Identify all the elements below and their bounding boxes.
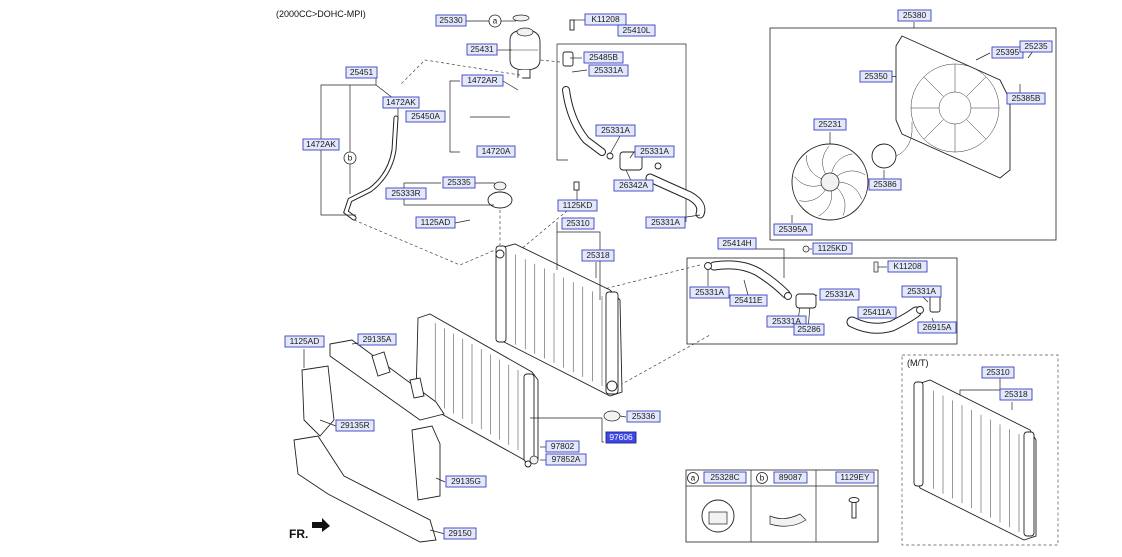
part-label-25451[interactable]: 25451 [345, 66, 378, 79]
fr-arrow [312, 518, 330, 532]
legend-code-3[interactable]: 1129EY [835, 471, 875, 484]
part-label-97606[interactable]: 97606 [605, 431, 637, 444]
part-label-25450a[interactable]: 25450A [405, 110, 446, 123]
part-label-25411e[interactable]: 25411E [729, 294, 768, 307]
clip-k11208 [873, 261, 879, 273]
engine-note: (2000CC>DOHC-MPI) [276, 9, 366, 19]
bolt-1125KD [802, 245, 810, 253]
air-guard-left [301, 365, 335, 437]
reservoir-cap [512, 14, 530, 22]
fan-assembly-box [769, 27, 1057, 241]
lower-hose-box [686, 257, 958, 345]
front-direction-label: FR. [289, 527, 308, 541]
circle-marker-a: a [488, 14, 502, 28]
part-label-25331a-g[interactable]: 25331A [901, 285, 942, 298]
mt-variant-title: (M/T) [907, 358, 929, 368]
part-label-26342a[interactable]: 26342A [613, 179, 654, 192]
part-label-25310-b[interactable]: 25310 [981, 366, 1015, 379]
radiator-cap [487, 181, 513, 209]
part-label-25331a-d[interactable]: 25331A [645, 216, 686, 229]
part-label-25318-a[interactable]: 25318 [581, 249, 615, 262]
part-label-25395a[interactable]: 25395A [773, 223, 813, 236]
mt-radiator [913, 379, 1037, 541]
part-label-25385b[interactable]: 25385B [1006, 92, 1046, 105]
legend-code-1[interactable]: 25328C [703, 471, 747, 484]
radiator [495, 243, 623, 397]
breather-tube [343, 115, 399, 221]
part-label-26915a[interactable]: 26915A [917, 321, 957, 334]
upper-hose-group [556, 19, 706, 222]
part-label-1125ad-a[interactable]: 1125AD [415, 216, 456, 229]
part-label-1472ar[interactable]: 1472AR [461, 74, 504, 87]
part-label-14720a[interactable]: 14720A [476, 145, 516, 158]
reservoir-tank [509, 27, 541, 79]
part-label-25286[interactable]: 25286 [793, 323, 825, 336]
part-label-25395[interactable]: 25395 [991, 46, 1024, 59]
part-label-1472ak-b[interactable]: 1472AK [302, 138, 340, 151]
part-label-25414h[interactable]: 25414H [717, 237, 757, 250]
part-label-25310-a[interactable]: 25310 [561, 217, 595, 230]
part-label-25335[interactable]: 25335 [442, 176, 476, 189]
svg-text:a: a [691, 474, 696, 483]
part-label-29135g[interactable]: 29135G [445, 475, 487, 488]
legend-code-2[interactable]: 89087 [773, 471, 808, 484]
part-label-k11208-b[interactable]: K11208 [887, 260, 928, 273]
part-label-25331a-c[interactable]: 25331A [634, 145, 675, 158]
condenser-bolt [529, 455, 539, 465]
part-label-25411a[interactable]: 25411A [857, 306, 897, 319]
lower-hose-parts [704, 260, 941, 334]
air-guard-lower [293, 435, 437, 543]
fan-motor [871, 122, 913, 169]
cooling-fan [791, 143, 869, 221]
air-guard-right [411, 425, 441, 501]
overflow-hose [505, 77, 523, 158]
legend-cell-b: b [756, 472, 768, 484]
svg-text:b: b [348, 154, 353, 163]
part-label-25331a-b[interactable]: 25331A [595, 124, 636, 137]
legend-cell-a: a [687, 472, 699, 484]
part-label-29150[interactable]: 29150 [443, 527, 477, 540]
part-label-25485b[interactable]: 25485B [583, 51, 624, 64]
part-label-25380[interactable]: 25380 [897, 9, 932, 22]
part-label-25235[interactable]: 25235 [1019, 40, 1053, 53]
part-label-25386[interactable]: 25386 [868, 178, 902, 191]
part-label-25331a-f[interactable]: 25331A [819, 288, 860, 301]
part-label-25410l[interactable]: 25410L [617, 24, 656, 37]
part-label-25333r[interactable]: 25333R [385, 187, 427, 200]
part-label-1472ak-a[interactable]: 1472AK [382, 96, 420, 109]
part-label-1125kd-a[interactable]: 1125KD [557, 199, 598, 212]
part-label-25331a-e[interactable]: 25331A [689, 286, 730, 299]
part-label-97852a[interactable]: 97852A [545, 453, 587, 466]
part-label-25330[interactable]: 25330 [435, 14, 467, 27]
part-label-25331a-a[interactable]: 25331A [588, 64, 629, 77]
part-label-25318-b[interactable]: 25318 [999, 388, 1033, 401]
condenser [415, 313, 539, 468]
part-label-1125ad-b[interactable]: 1125AD [284, 335, 325, 348]
carrier-upper-bracket [329, 339, 445, 421]
part-label-k11208-a[interactable]: K11208 [584, 13, 627, 26]
part-label-97802[interactable]: 97802 [545, 440, 580, 453]
fan-shroud [895, 35, 1011, 179]
part-label-29135r[interactable]: 29135R [335, 419, 375, 432]
svg-text:b: b [760, 474, 765, 483]
part-label-25350[interactable]: 25350 [859, 70, 893, 83]
mt-variant-box [901, 354, 1059, 546]
part-label-1125kd-b[interactable]: 1125KD [812, 242, 853, 255]
circle-marker-b: b [343, 151, 357, 165]
part-label-29135a[interactable]: 29135A [357, 333, 397, 346]
part-label-25231[interactable]: 25231 [813, 118, 847, 131]
part-label-25431[interactable]: 25431 [466, 43, 498, 56]
svg-text:a: a [493, 17, 498, 26]
mount-insulator [603, 410, 621, 422]
part-label-25336[interactable]: 25336 [626, 410, 661, 423]
